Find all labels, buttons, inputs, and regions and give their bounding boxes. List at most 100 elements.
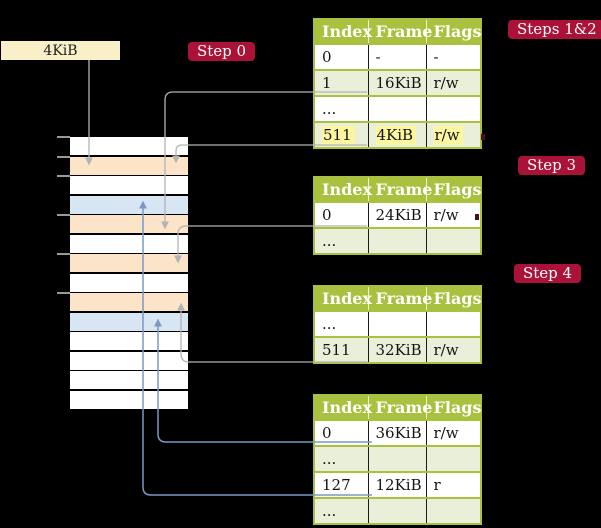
cell-flags [425,445,481,472]
cell-flags [425,497,481,524]
cell-frame [367,445,426,472]
col-header-flags: Flags [425,286,482,311]
col-header-frame: Frame [367,395,432,420]
col-header-index: Index [314,177,372,202]
memory-frame-orange [70,254,188,272]
col-header-index: Index [314,19,372,44]
table-row: 127 12KiB r [314,471,481,498]
table-row: ... [314,310,481,337]
step-4-badge: Step 4 [514,264,582,283]
cell-index: 1 [314,69,368,96]
cell-frame [367,497,426,524]
frame-address-box: 4KiB [1,41,120,60]
cell-index: 511 [314,336,368,363]
cell-flags: r/w [425,336,481,363]
highlighted-value: r/w [433,126,463,145]
table-row: 1 16KiB r/w [314,69,481,96]
cell-frame [367,95,426,122]
tick-mark [57,136,70,138]
page-table-level-2: Index Frame Flags 0 24KiB r/w ... [313,176,482,255]
memory-frame-white [70,137,188,155]
memory-frame-white [70,351,188,370]
stray-arrow-mark [481,134,485,140]
cell-flags: r/w [425,201,481,228]
tick-mark [57,292,70,294]
table-row-highlighted: 511 4KiB r/w [314,121,481,148]
stray-arrow-mark [475,214,479,220]
tick-mark [57,175,70,177]
col-header-flags: Flags [425,177,482,202]
memory-frame-white [70,371,188,389]
cell-frame: 24KiB [367,201,426,228]
cell-flags: r [425,471,481,498]
table-row: ... [314,445,481,472]
steps-1-2-badge: Steps 1&2 [508,20,601,39]
col-header-frame: Frame [367,177,432,202]
table-row: 0 36KiB r/w [314,419,481,446]
cell-frame [367,310,426,337]
tick-mark [57,155,70,158]
step-3-badge: Step 3 [518,156,586,175]
cell-frame: 4KiB [367,121,426,148]
cell-flags: - [425,43,481,70]
col-header-frame: Frame [367,19,432,44]
physical-memory-stack [70,137,188,410]
frame-address-label: 4KiB [43,42,78,59]
cell-index: 0 [314,201,368,228]
table-row: 0 24KiB r/w [314,201,481,228]
cell-flags: r/w [425,419,481,446]
cell-frame: - [367,43,426,70]
memory-frame-orange [70,293,188,311]
cell-flags [425,227,481,254]
page-table-level-4: Index Frame Flags 0 36KiB r/w ... 127 12… [313,394,482,525]
tick-mark [57,214,70,216]
cell-index: ... [314,497,368,524]
cell-index: 0 [314,43,368,70]
memory-frame-white [70,390,188,409]
table-row: ... [314,227,481,254]
col-header-frame: Frame [367,286,432,311]
page-table-level-1: Index Frame Flags 0 - - 1 16KiB r/w ... … [313,18,482,149]
page-table-level-3: Index Frame Flags ... 511 32KiB r/w [313,285,482,364]
cell-index: ... [314,445,368,472]
memory-frame-white [70,234,188,253]
table-row: ... [314,95,481,122]
tick-mark [57,253,70,255]
col-header-flags: Flags [425,395,482,420]
cell-index: ... [314,310,368,337]
memory-frame-white [70,332,188,350]
memory-frame-blue [70,312,188,331]
table-header-row: Index Frame Flags [314,19,482,44]
cell-flags: r/w [425,121,481,148]
cell-frame: 32KiB [367,336,426,363]
cell-index: 511 [314,121,368,148]
cell-index: 0 [314,419,368,446]
col-header-index: Index [314,286,372,311]
table-header-row: Index Frame Flags [314,286,482,311]
cell-frame: 12KiB [367,471,426,498]
highlighted-value: 4KiB [375,126,417,145]
cell-flags [425,95,481,122]
col-header-index: Index [314,395,372,420]
memory-frame-orange [70,215,188,233]
step-0-badge: Step 0 [188,42,256,61]
cell-frame [367,227,426,254]
table-header-row: Index Frame Flags [314,395,482,420]
cell-index: ... [314,95,368,122]
table-row: ... [314,497,481,524]
memory-frame-white [70,273,188,292]
memory-frame-white [70,176,188,194]
cell-flags [425,310,481,337]
highlighted-value: 511 [322,126,355,145]
table-row: 0 - - [314,43,481,70]
cell-frame: 36KiB [367,419,426,446]
table-header-row: Index Frame Flags [314,177,482,202]
cell-index: ... [314,227,368,254]
memory-frame-blue [70,195,188,214]
cell-flags: r/w [425,69,481,96]
col-header-flags: Flags [425,19,482,44]
memory-frame-orange [70,156,188,175]
cell-index: 127 [314,471,368,498]
cell-frame: 16KiB [367,69,426,96]
